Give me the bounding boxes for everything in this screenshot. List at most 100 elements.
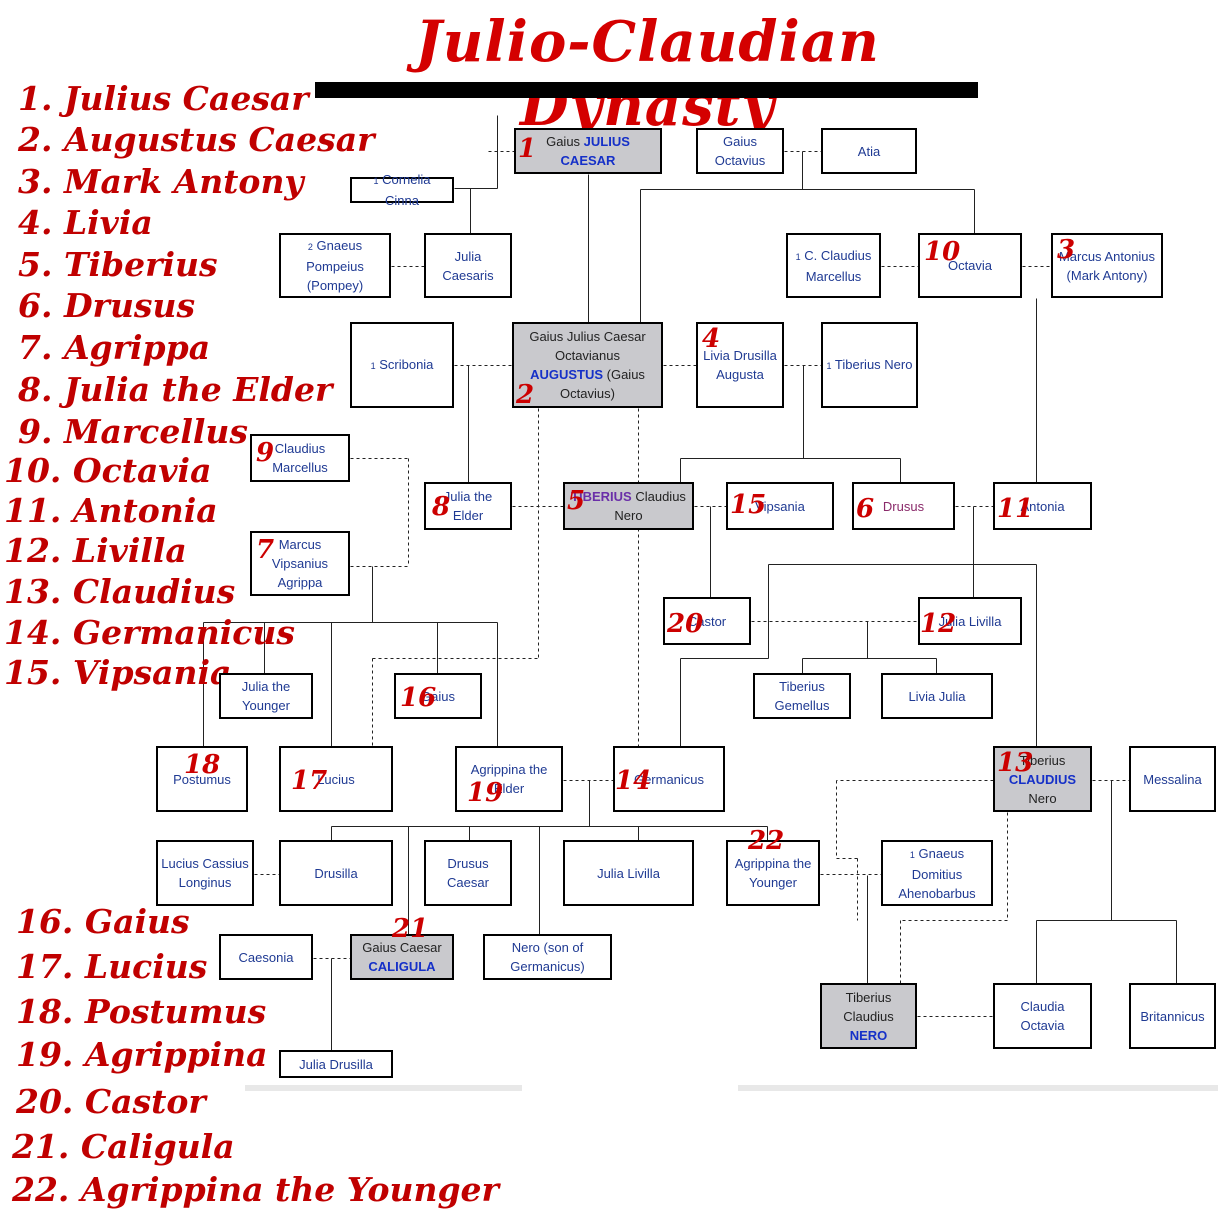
person-number-badge: 20 xyxy=(667,609,704,639)
person-label: Claudia Octavia xyxy=(998,997,1087,1035)
person-label: Gaius Octavius xyxy=(701,132,779,170)
person-label: Gaius Julius Caesar Octavianus AUGUSTUS … xyxy=(517,327,658,403)
person-name: Antonia xyxy=(1020,498,1065,514)
marriage-order-marker: 1 xyxy=(370,360,376,371)
person-label: Lucius Cassius Longinus xyxy=(161,854,249,892)
person-tiberius-nero: 1 Tiberius Nero xyxy=(821,322,918,408)
name-prefix: Gaius xyxy=(546,134,584,149)
legend-item: 9. Marcellus xyxy=(18,412,248,451)
person-number-badge: 22 xyxy=(748,826,785,856)
legend-item: 5. Tiberius xyxy=(18,245,218,284)
person-label: Lucius xyxy=(317,770,355,789)
person-number-badge: 12 xyxy=(920,609,957,639)
person-label: TIBERIUS Claudius Nero xyxy=(568,487,689,525)
person-name: Atia xyxy=(857,143,881,159)
person-label: Julia the Elder xyxy=(429,487,507,525)
person-claudia-octavia: Claudia Octavia xyxy=(993,983,1092,1049)
person-label: Messalina xyxy=(1143,770,1202,789)
name-prefix: Tiberius Claudius xyxy=(843,989,894,1024)
person-label: Gaius Caesar CALIGULA xyxy=(355,938,449,976)
person-label: Livia Julia xyxy=(908,687,965,706)
person-label: Julia Livilla xyxy=(939,612,1002,631)
person-number-badge: 18 xyxy=(184,750,221,780)
person-name: Germanicus xyxy=(633,771,705,787)
person-label: 1 Scribonia xyxy=(371,355,434,376)
person-julia-younger: Julia the Younger xyxy=(219,673,313,719)
person-label: 2 Gnaeus Pompeius (Pompey) xyxy=(284,236,386,295)
legend-item: 13. Claudius xyxy=(4,572,236,611)
person-gaius-octavius: Gaius Octavius xyxy=(696,128,784,174)
person-name: Julia Drusilla xyxy=(299,1056,373,1072)
person-drusus-caesar: Drusus Caesar xyxy=(424,840,512,906)
marriage-order-marker: 1 xyxy=(795,251,801,262)
legend-item: 19. Agrippina xyxy=(16,1035,268,1074)
person-name: Cornelia Cinna xyxy=(382,172,431,208)
marriage-order-marker: 1 xyxy=(373,176,379,186)
person-livia-julia: Livia Julia xyxy=(881,673,993,719)
person-label: Marcus Vipsanius Agrippa xyxy=(255,535,345,592)
legend-item: 4. Livia xyxy=(18,203,153,242)
person-name: Britannicus xyxy=(1140,1008,1205,1024)
person-number-badge: 8 xyxy=(432,492,451,522)
person-label: Germanicus xyxy=(634,770,704,789)
person-number-badge: 6 xyxy=(856,494,875,524)
legend-item: 2. Augustus Caesar xyxy=(18,120,375,159)
person-label: Gaius JULIUS CAESAR xyxy=(519,132,657,170)
legend-item: 20. Castor xyxy=(16,1082,206,1121)
person-number-badge: 19 xyxy=(467,778,504,808)
baseline-left xyxy=(245,1085,522,1091)
person-label: Agrippina the Younger xyxy=(731,854,815,892)
person-julia-livilla: Julia Livilla xyxy=(563,840,694,906)
emperor-name: JULIUS CAESAR xyxy=(560,134,630,168)
person-number-badge: 9 xyxy=(256,438,275,468)
person-number-badge: 3 xyxy=(1057,235,1076,265)
title-underline-bar xyxy=(315,82,978,98)
person-name: Gnaeus Pompeius (Pompey) xyxy=(306,238,364,293)
legend-item: 12. Livilla xyxy=(4,531,187,570)
person-number-badge: 14 xyxy=(615,766,652,796)
person-label: Antonia xyxy=(1020,497,1064,516)
person-label: Marcus Antonius (Mark Antony) xyxy=(1056,247,1158,285)
person-nero: Tiberius Claudius NERO xyxy=(820,983,917,1049)
person-name: Scribonia xyxy=(379,356,434,372)
legend-item: 14. Germanicus xyxy=(4,613,295,652)
person-name: Lucius Cassius Longinus xyxy=(161,856,249,890)
person-lucius-cassius: Lucius Cassius Longinus xyxy=(156,840,254,906)
legend-item: 21. Caligula xyxy=(12,1127,235,1166)
person-domitius: 1 Gnaeus Domitius Ahenobarbus xyxy=(881,840,993,906)
person-atia: Atia xyxy=(821,128,917,174)
person-name: Gnaeus Domitius Ahenobarbus xyxy=(898,845,976,901)
person-label: Octavia xyxy=(948,256,992,275)
person-number-badge: 5 xyxy=(567,486,586,516)
person-label: Nero (son of Germanicus) xyxy=(488,938,607,976)
person-label: Drusilla xyxy=(314,864,357,883)
person-marcellus-c: 1 C. Claudius Marcellus xyxy=(786,233,881,298)
person-name: Nero (son of Germanicus) xyxy=(510,940,585,974)
person-julia-drusilla: Julia Drusilla xyxy=(279,1050,393,1078)
person-name: Claudius Marcellus xyxy=(272,441,328,475)
person-name: Octavia xyxy=(947,258,993,273)
name-suffix: (Gaius Octavius) xyxy=(560,367,645,401)
person-name: Postumus xyxy=(173,771,231,787)
person-name: Marcus Vipsanius Agrippa xyxy=(271,537,329,590)
person-number-badge: 1 xyxy=(518,134,537,164)
person-label: Drusus Caesar xyxy=(429,854,507,892)
person-name: Gaius xyxy=(421,688,455,704)
legend-item: 1. Julius Caesar xyxy=(18,79,309,118)
person-name: Caesonia xyxy=(238,949,294,965)
legend-item: 11. Antonia xyxy=(4,491,218,530)
person-augustus: Gaius Julius Caesar Octavianus AUGUSTUS … xyxy=(512,322,663,408)
person-number-badge: 10 xyxy=(924,237,961,267)
person-number-badge: 15 xyxy=(730,490,767,520)
person-label: 1 Cornelia Cinna xyxy=(355,170,449,210)
